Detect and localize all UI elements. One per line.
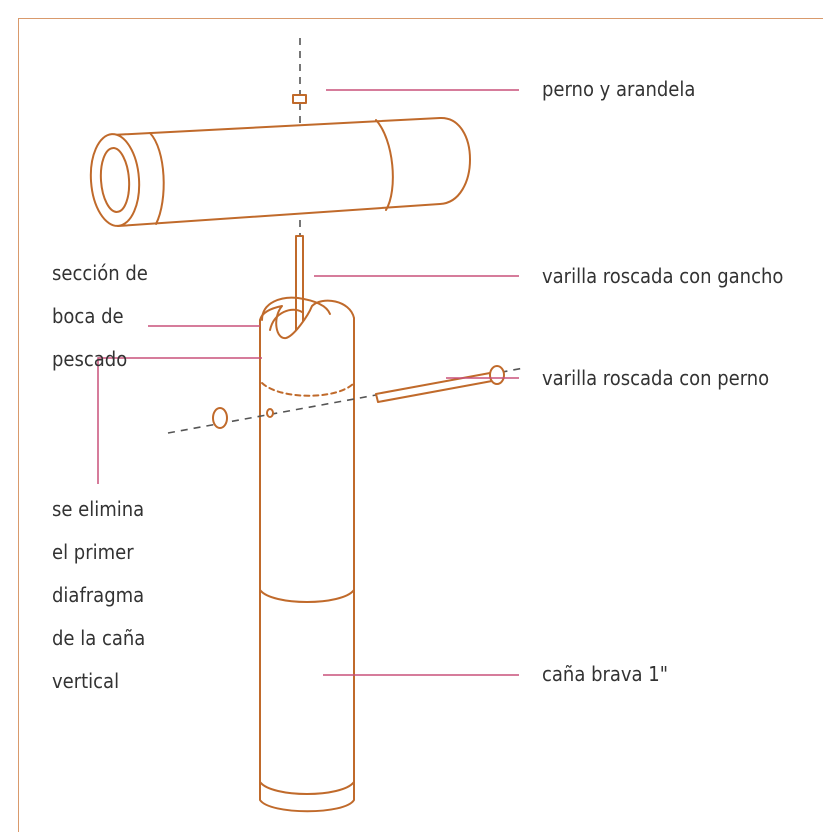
vertical-cane bbox=[259, 296, 355, 813]
leader-elimina bbox=[97, 357, 262, 484]
label-elimina-line-1: se elimina bbox=[52, 497, 144, 521]
washer-left bbox=[212, 407, 274, 429]
label-cana: caña brava 1" bbox=[542, 662, 668, 686]
bolt-and-washer bbox=[292, 94, 307, 104]
label-varilla-gancho: varilla roscada con gancho bbox=[542, 264, 783, 288]
label-perno: perno y arandela bbox=[542, 77, 695, 101]
label-seccion-line-3: pescado bbox=[52, 347, 127, 371]
label-seccion-line-2: boca de bbox=[52, 304, 124, 328]
horizontal-cane bbox=[89, 116, 471, 227]
label-elimina-line-3: diafragma bbox=[52, 583, 144, 607]
label-elimina-line-4: de la caña bbox=[52, 626, 145, 650]
threaded-rod-with-bolt bbox=[375, 365, 505, 403]
label-elimina-line-2: el primer bbox=[52, 540, 134, 564]
label-varilla-perno: varilla roscada con perno bbox=[542, 366, 769, 390]
diagram-frame bbox=[18, 18, 823, 832]
label-elimina-line-5: vertical bbox=[52, 669, 119, 693]
label-seccion-line-1: sección de bbox=[52, 261, 148, 285]
